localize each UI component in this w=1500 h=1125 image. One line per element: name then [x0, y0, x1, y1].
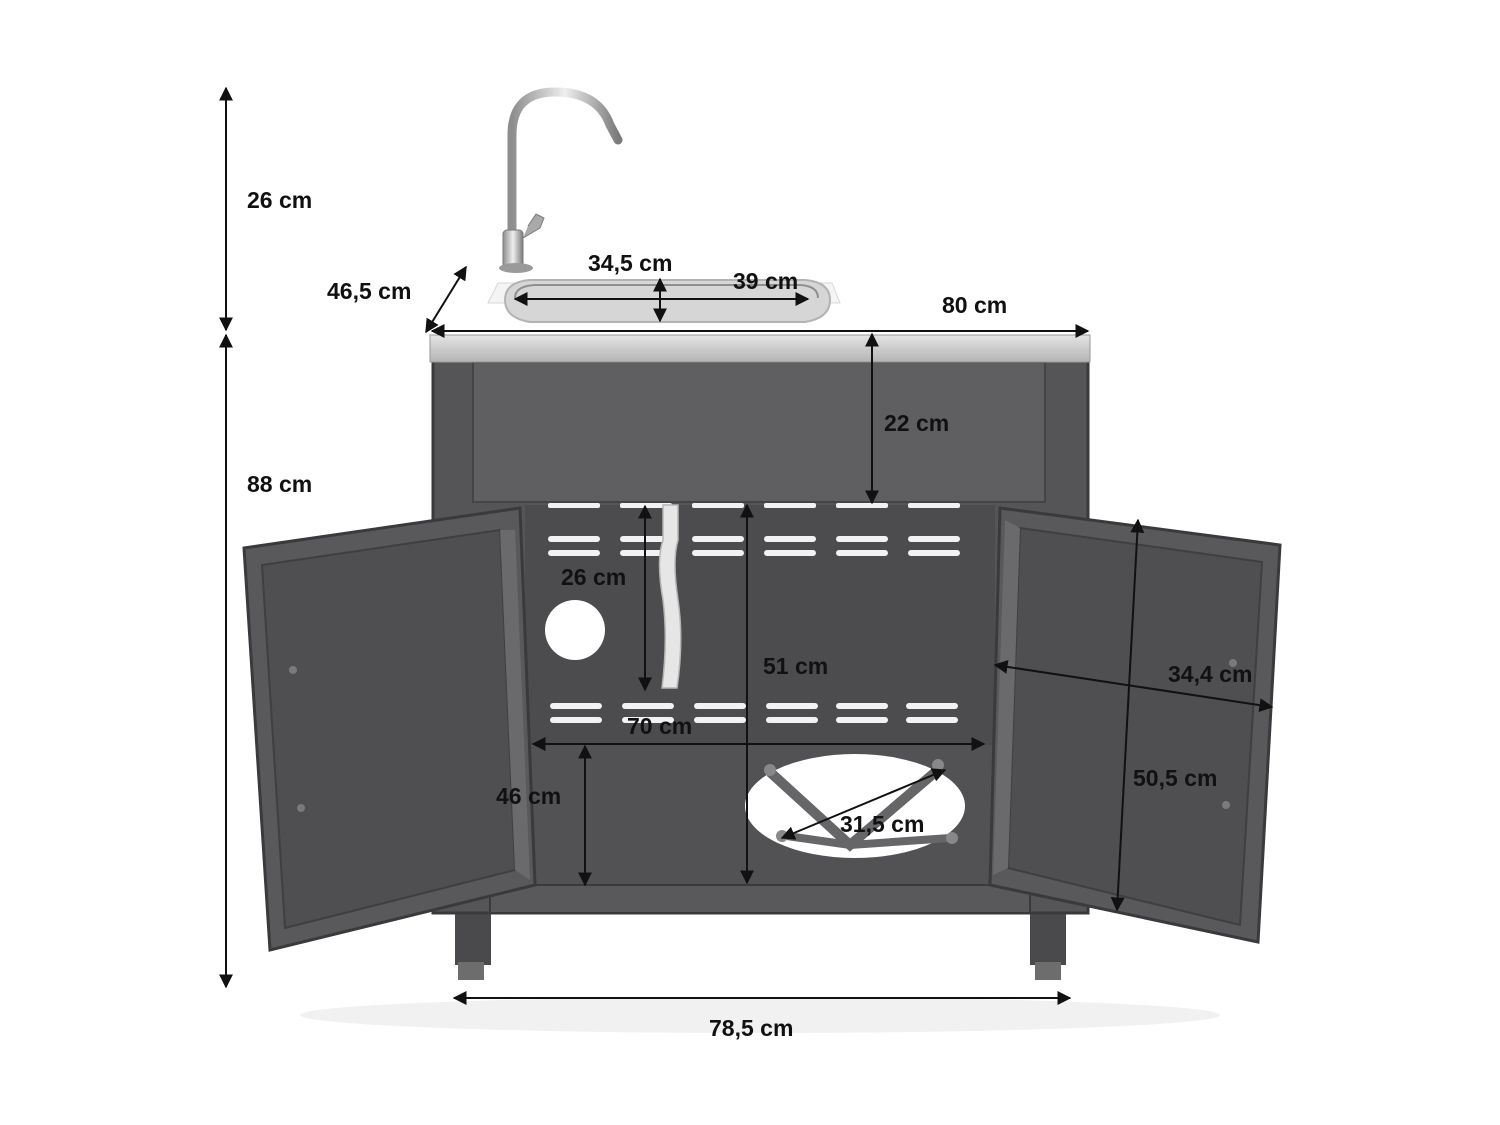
gas-bottle-holder-icon: [745, 754, 965, 858]
label-tank-hole-diameter: 31,5 cm: [840, 811, 924, 837]
arrow-door-height: [1110, 518, 1145, 912]
cabinet-drawing: [242, 87, 1282, 1033]
arrow-sink-depth-outer: [425, 265, 467, 334]
arrow-tank-hole: [780, 768, 947, 840]
leg-foot-left: [458, 962, 484, 980]
label-cabinet-height: 88 cm: [247, 471, 312, 497]
label-sink-depth-outer: 46,5 cm: [327, 278, 411, 304]
label-basin-depth: 34,5 cm: [588, 250, 672, 276]
apron-panel: [472, 361, 1046, 503]
label-lower-opening-height: 46 cm: [496, 783, 561, 809]
drain-pipe-icon: [658, 504, 682, 689]
floor-shadow: [300, 997, 1220, 1033]
vent-slots-lower: [550, 703, 958, 723]
label-basin-width: 39 cm: [733, 268, 798, 294]
label-base-width: 78,5 cm: [709, 1015, 793, 1041]
label-faucet-height: 26 cm: [247, 187, 312, 213]
label-apron-height: 22 cm: [884, 410, 949, 436]
bottom-rail: [489, 884, 1031, 914]
leg-foot-right: [1035, 962, 1061, 980]
label-top-width: 80 cm: [942, 292, 1007, 318]
door-left: [242, 506, 537, 952]
label-door-width: 34,4 cm: [1168, 661, 1252, 687]
dimension-arrows: [219, 86, 1274, 1005]
label-drain-pipe-length: 26 cm: [561, 564, 626, 590]
label-interior-height: 51 cm: [763, 653, 828, 679]
faucet-icon: [499, 87, 623, 273]
dimension-labels: 26 cm 46,5 cm 34,5 cm 39 cm 80 cm 22 cm …: [247, 187, 1252, 1041]
side-hole: [545, 600, 605, 660]
countertop-front-edge: [429, 334, 1091, 363]
label-door-height: 50,5 cm: [1133, 765, 1217, 791]
label-interior-width: 70 cm: [627, 713, 692, 739]
